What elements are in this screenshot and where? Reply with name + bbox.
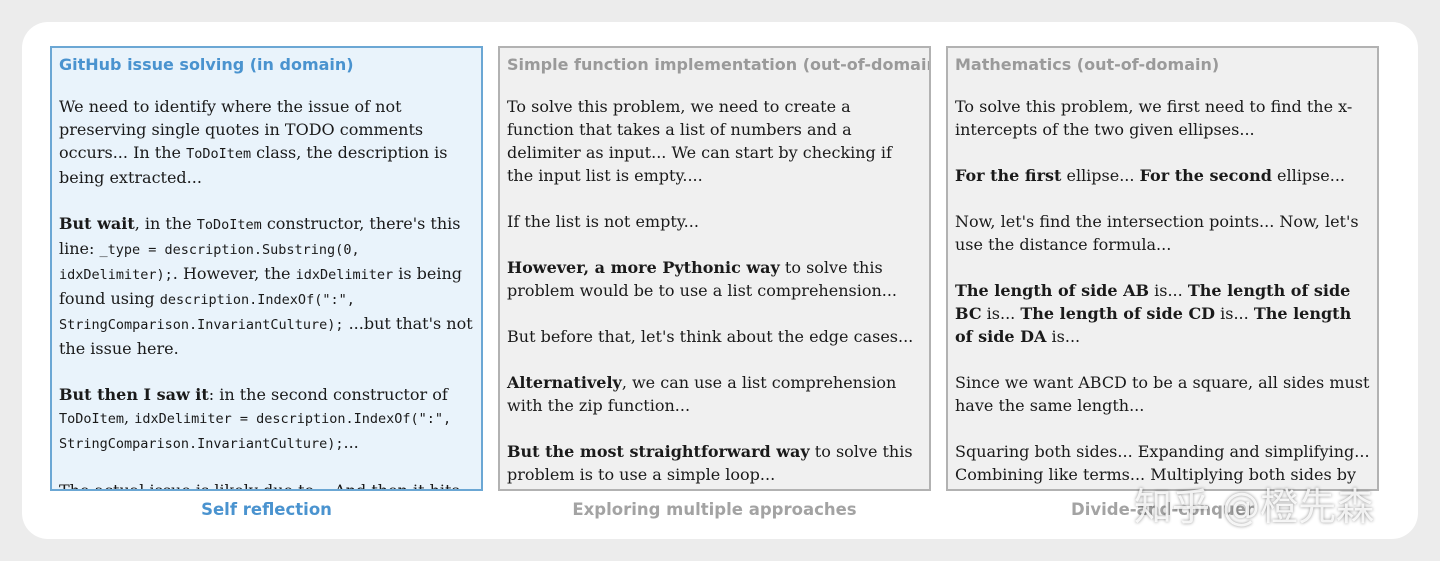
bold-phrase: The length of side DA [955,304,1352,346]
paragraph: To solve this problem, we first need to … [955,95,1370,141]
bold-phrase: The length of side CD [1020,304,1216,323]
text-run: ellipse... [1061,166,1140,185]
text-run: is being found using [59,264,462,308]
panel-github-issue-solving: GitHub issue solving (in domain) We need… [50,46,483,491]
caption-exploring-multiple-approaches: Exploring multiple approaches [572,500,857,519]
text-run: If the list is not empty... [507,212,699,231]
paragraph: But before that, let's think about the e… [507,325,922,348]
paragraph: We need to identify where the issue of n… [59,95,474,189]
paragraph: But then I saw it: in the second constru… [59,383,474,456]
bold-phrase: The length of side AB [955,281,1150,300]
bold-phrase: But wait [59,214,135,233]
bold-phrase: However, a more Pythonic way [507,258,780,277]
paragraph: But wait, in the ToDoItem constructor, t… [59,212,474,360]
paragraph: The length of side AB is... The length o… [955,279,1370,348]
text-run: ellipse... [1271,166,1346,185]
text-run: , we can use a list comprehension with t… [507,373,897,415]
text-run: Squaring both sides... Expanding and sim… [955,442,1370,489]
paragraph: Alternatively, we can use a list compreh… [507,371,922,417]
panel-title: Simple function implementation (out-of-d… [507,55,931,74]
text-run: ...but that's not the issue here. [59,314,473,358]
paragraph: The actual issue is likely due to... And… [59,479,474,491]
paragraph: However, a more Pythonic way to solve th… [507,256,922,302]
text-run: To solve this problem, we first need to … [955,97,1353,139]
panel-title: Mathematics (out-of-domain) [955,55,1220,74]
text-run: class, the description is being extracte… [59,143,448,187]
text-run: to solve this problem would be to use a … [507,258,898,300]
text-run: Now, let's find the intersection points.… [955,212,1359,254]
code-snippet: ToDoItem [196,217,262,233]
text-run: , in the [134,214,197,233]
panel-body: To solve this problem, we need to create… [507,95,922,486]
text-run: to solve this problem is to use a simple… [507,442,913,484]
panel-body: We need to identify where the issue of n… [59,95,474,491]
paragraph: Now, let's find the intersection points.… [955,210,1370,256]
code-snippet: idxDelimiter [295,267,394,283]
text-run: The actual issue is likely due to... And… [59,481,460,491]
code-snippet: _type = description.Substring(0, idxDeli… [59,242,360,283]
panel-body: To solve this problem, we first need to … [955,95,1370,489]
bold-phrase: But then I saw it [59,385,209,404]
text-run: . However, the [172,264,296,283]
text-run: constructor, there's this line: [59,214,461,258]
paragraph: Squaring both sides... Expanding and sim… [955,440,1370,489]
text-run: is... [1149,281,1188,300]
watermark: 知乎 @橙先森 [1134,485,1375,529]
text-run: , [124,408,135,427]
text-run: To solve this problem, we need to create… [507,97,892,185]
caption-self-reflection: Self reflection [201,500,332,519]
panel-title: GitHub issue solving (in domain) [59,55,354,74]
panel-mathematics: Mathematics (out-of-domain) To solve thi… [946,46,1379,491]
text-run: But before that, let's think about the e… [507,327,914,346]
bold-phrase: But the most straightforward way [507,442,810,461]
caption-divide-and-conquer: Divide-and-conquer [1071,500,1254,519]
text-run: : in the second constructor of [208,385,448,404]
text-run: We need to identify where the issue of n… [59,97,424,162]
text-run: is... [981,304,1021,323]
paragraph: If the list is not empty... [507,210,922,233]
paragraph: For the first ellipse... For the second … [955,164,1370,187]
bold-phrase: For the second [1139,166,1272,185]
text-run: ... [343,433,359,452]
bold-phrase: For the first [955,166,1062,185]
text-run: Since we want ABCD to be a square, all s… [955,373,1370,415]
panel-simple-function-implementation: Simple function implementation (out-of-d… [498,46,931,491]
paragraph: Since we want ABCD to be a square, all s… [955,371,1370,417]
text-run: is... [1046,327,1081,346]
paragraph: To solve this problem, we need to create… [507,95,922,187]
bold-phrase: Alternatively [507,373,622,392]
code-snippet: description.IndexOf(":", StringCompariso… [59,292,355,333]
text-run: is... [1215,304,1254,323]
paragraph: But the most straightforward way to solv… [507,440,922,486]
bold-phrase: The length of side BC [955,281,1351,323]
code-snippet: ToDoItem [186,146,252,162]
figure-card: GitHub issue solving (in domain) We need… [22,22,1418,539]
code-snippet: idxDelimiter = description.IndexOf(":", … [59,411,452,452]
code-snippet: ToDoItem [59,411,125,427]
